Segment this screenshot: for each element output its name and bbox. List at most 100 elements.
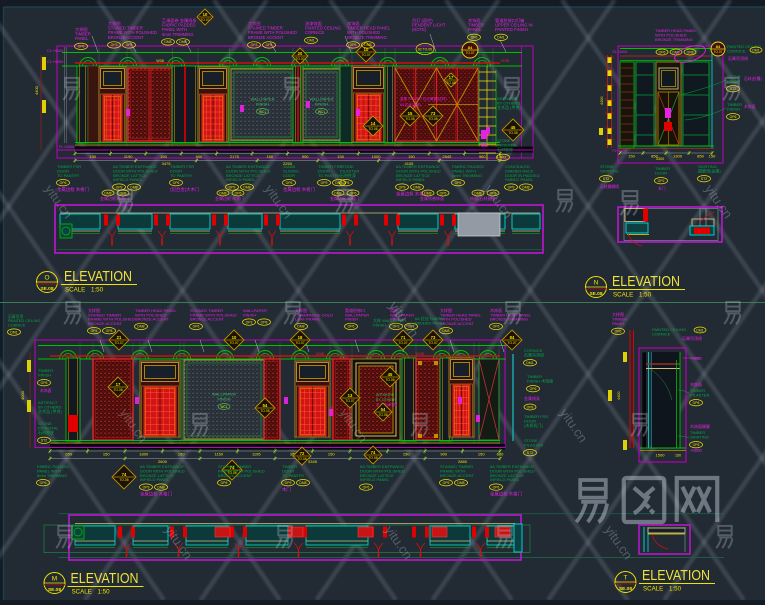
svg-text:OP9: OP9 [443,481,450,485]
svg-text:TO.08: TO.08 [405,117,414,121]
svg-text:OP6: OP6 [615,330,622,334]
svg-text:54: 54 [381,407,386,412]
svg-text:INFIELD PANEL: INFIELD PANEL [396,177,426,182]
svg-text:74: 74 [371,450,376,455]
svg-text:金属 ISSUED 拉丝黄铜(纹样): 金属 ISSUED 拉丝黄铜(纹样) [400,96,447,101]
svg-text:石材底座: 石材底座 [497,146,513,152]
svg-text:+0000: +0000 [690,448,702,453]
svg-text:150: 150 [266,154,273,159]
svg-text:1150: 1150 [214,452,223,457]
svg-text:1500: 1500 [656,453,666,458]
svg-text:OP8: OP8 [261,320,268,324]
svg-text:OP6: OP6 [286,181,293,185]
svg-text:17: 17 [449,75,454,80]
svg-text:TO.07: TO.07 [295,341,304,345]
svg-text:BRONZE ACCENT: BRONZE ACCENT [108,35,144,40]
svg-text:FINISH: FINISH [243,312,256,317]
svg-text:SKIRTING: SKIRTING [600,169,619,174]
svg-text:TO.08: TO.08 [297,457,306,461]
svg-text:N: N [594,280,599,287]
svg-text:900: 900 [302,154,309,159]
svg-text:VOID: VOID [341,59,350,63]
svg-text:ELEVATION: ELEVATION [64,269,132,285]
svg-text:FINISH: FINISH [217,397,230,402]
svg-text:SCALE: SCALE [643,586,663,593]
svg-text:DM1: DM1 [307,39,314,43]
svg-text:CORNICE: CORNICE [8,323,26,327]
svg-text:INFIELD PANEL: INFIELD PANEL [140,477,170,482]
svg-text:TO.08: TO.08 [446,81,455,85]
svg-text:TO.08: TO.08 [119,478,128,482]
svg-text:900: 900 [440,452,447,457]
svg-text:石膏吊顶线: 石膏吊顶线 [524,352,544,358]
svg-text:680: 680 [497,452,504,457]
svg-text:INFIELD PANEL: INFIELD PANEL [360,477,390,482]
svg-text:OP9: OP9 [399,185,406,189]
svg-text:4400: 4400 [617,392,621,400]
svg-text:13: 13 [348,393,353,398]
svg-text:FINISH: FINISH [345,317,358,322]
svg-text:DM1: DM1 [752,48,759,52]
svg-text:DM8: DM8 [164,40,171,44]
svg-text:DM8: DM8 [413,185,420,189]
svg-text:OP6: OP6 [193,325,200,329]
svg-text:ELEVATION: ELEVATION [71,571,139,587]
svg-text:SE.08: SE.08 [48,587,61,593]
svg-text:OP3: OP3 [246,320,253,324]
svg-text:150: 150 [675,454,681,458]
svg-text:DM1: DM1 [526,361,533,365]
svg-text:PADDED PANEL: PADDED PANEL [415,321,446,326]
svg-text:OP6: OP6 [659,50,666,54]
svg-text:木饰面: 木饰面 [690,381,702,387]
svg-text:BRONZE ACCENT: BRONZE ACCENT [440,473,475,478]
svg-text:DM8: DM8 [457,481,464,485]
svg-text:DM1: DM1 [10,330,17,334]
svg-text:FINISH: FINISH [315,102,328,107]
svg-text:45: 45 [511,125,516,130]
svg-text:TO.08: TO.08 [368,127,377,131]
svg-text:TO PANTRY: TO PANTRY [282,473,305,478]
svg-text:1:50: 1:50 [98,589,111,596]
svg-text:CL+4400: CL+4400 [47,48,64,53]
svg-text:石材(拉槽): 石材(拉槽) [744,76,762,81]
svg-text:O: O [44,275,49,282]
svg-text:OP3: OP3 [111,43,118,47]
svg-text:OP6: OP6 [730,115,737,119]
svg-text:DM8: DM8 [157,485,164,489]
svg-text:TO.08: TO.08 [113,388,122,392]
svg-text:OP8: OP8 [106,329,113,333]
svg-text:木饰面: 木饰面 [40,388,52,393]
svg-text:踢脚线(金属): 踢脚线(金属) [698,168,721,174]
svg-text:石材踢脚线: 石材踢脚线 [600,184,619,189]
svg-text:INFIELD PANEL: INFIELD PANEL [226,177,256,182]
svg-text:ST2: ST2 [527,451,533,455]
svg-text:OP9: OP9 [229,185,236,189]
svg-text:1000: 1000 [372,154,382,159]
svg-text:82 TO.09: 82 TO.09 [418,47,432,51]
svg-text:ST2: ST2 [603,177,609,181]
svg-text:FINISH: FINISH [38,373,51,378]
svg-text:OP9: OP9 [285,481,292,485]
svg-text:WC1: WC1 [259,110,266,114]
svg-text:OP6: OP6 [343,181,350,185]
svg-text:150: 150 [103,452,110,457]
svg-text:OP3: OP3 [251,43,258,47]
svg-text:OP2: OP2 [658,179,665,183]
svg-text:17: 17 [116,382,121,387]
svg-text:T: T [624,575,628,582]
svg-text:150: 150 [478,452,485,457]
svg-text:2175: 2175 [230,154,240,159]
svg-text:OP6: OP6 [173,181,180,185]
svg-text:BRONZE ACCENT: BRONZE ACCENT [190,317,225,322]
svg-text:BY OTHERS: BY OTHERS [376,398,397,402]
svg-text:PILASTER: PILASTER [524,443,543,448]
svg-text:OP9: OP9 [508,185,515,189]
svg-text:FL+0000: FL+0000 [613,149,627,153]
svg-text:TO PANTRY: TO PANTRY [57,173,80,178]
svg-text:WC1: WC1 [318,110,325,114]
svg-text:SCALE: SCALE [613,292,633,299]
svg-text:SCALE: SCALE [65,287,85,294]
svg-text:PANEL: PANEL [612,321,626,326]
svg-text:3345: 3345 [308,459,318,464]
svg-text:TO.07: TO.07 [345,399,354,403]
